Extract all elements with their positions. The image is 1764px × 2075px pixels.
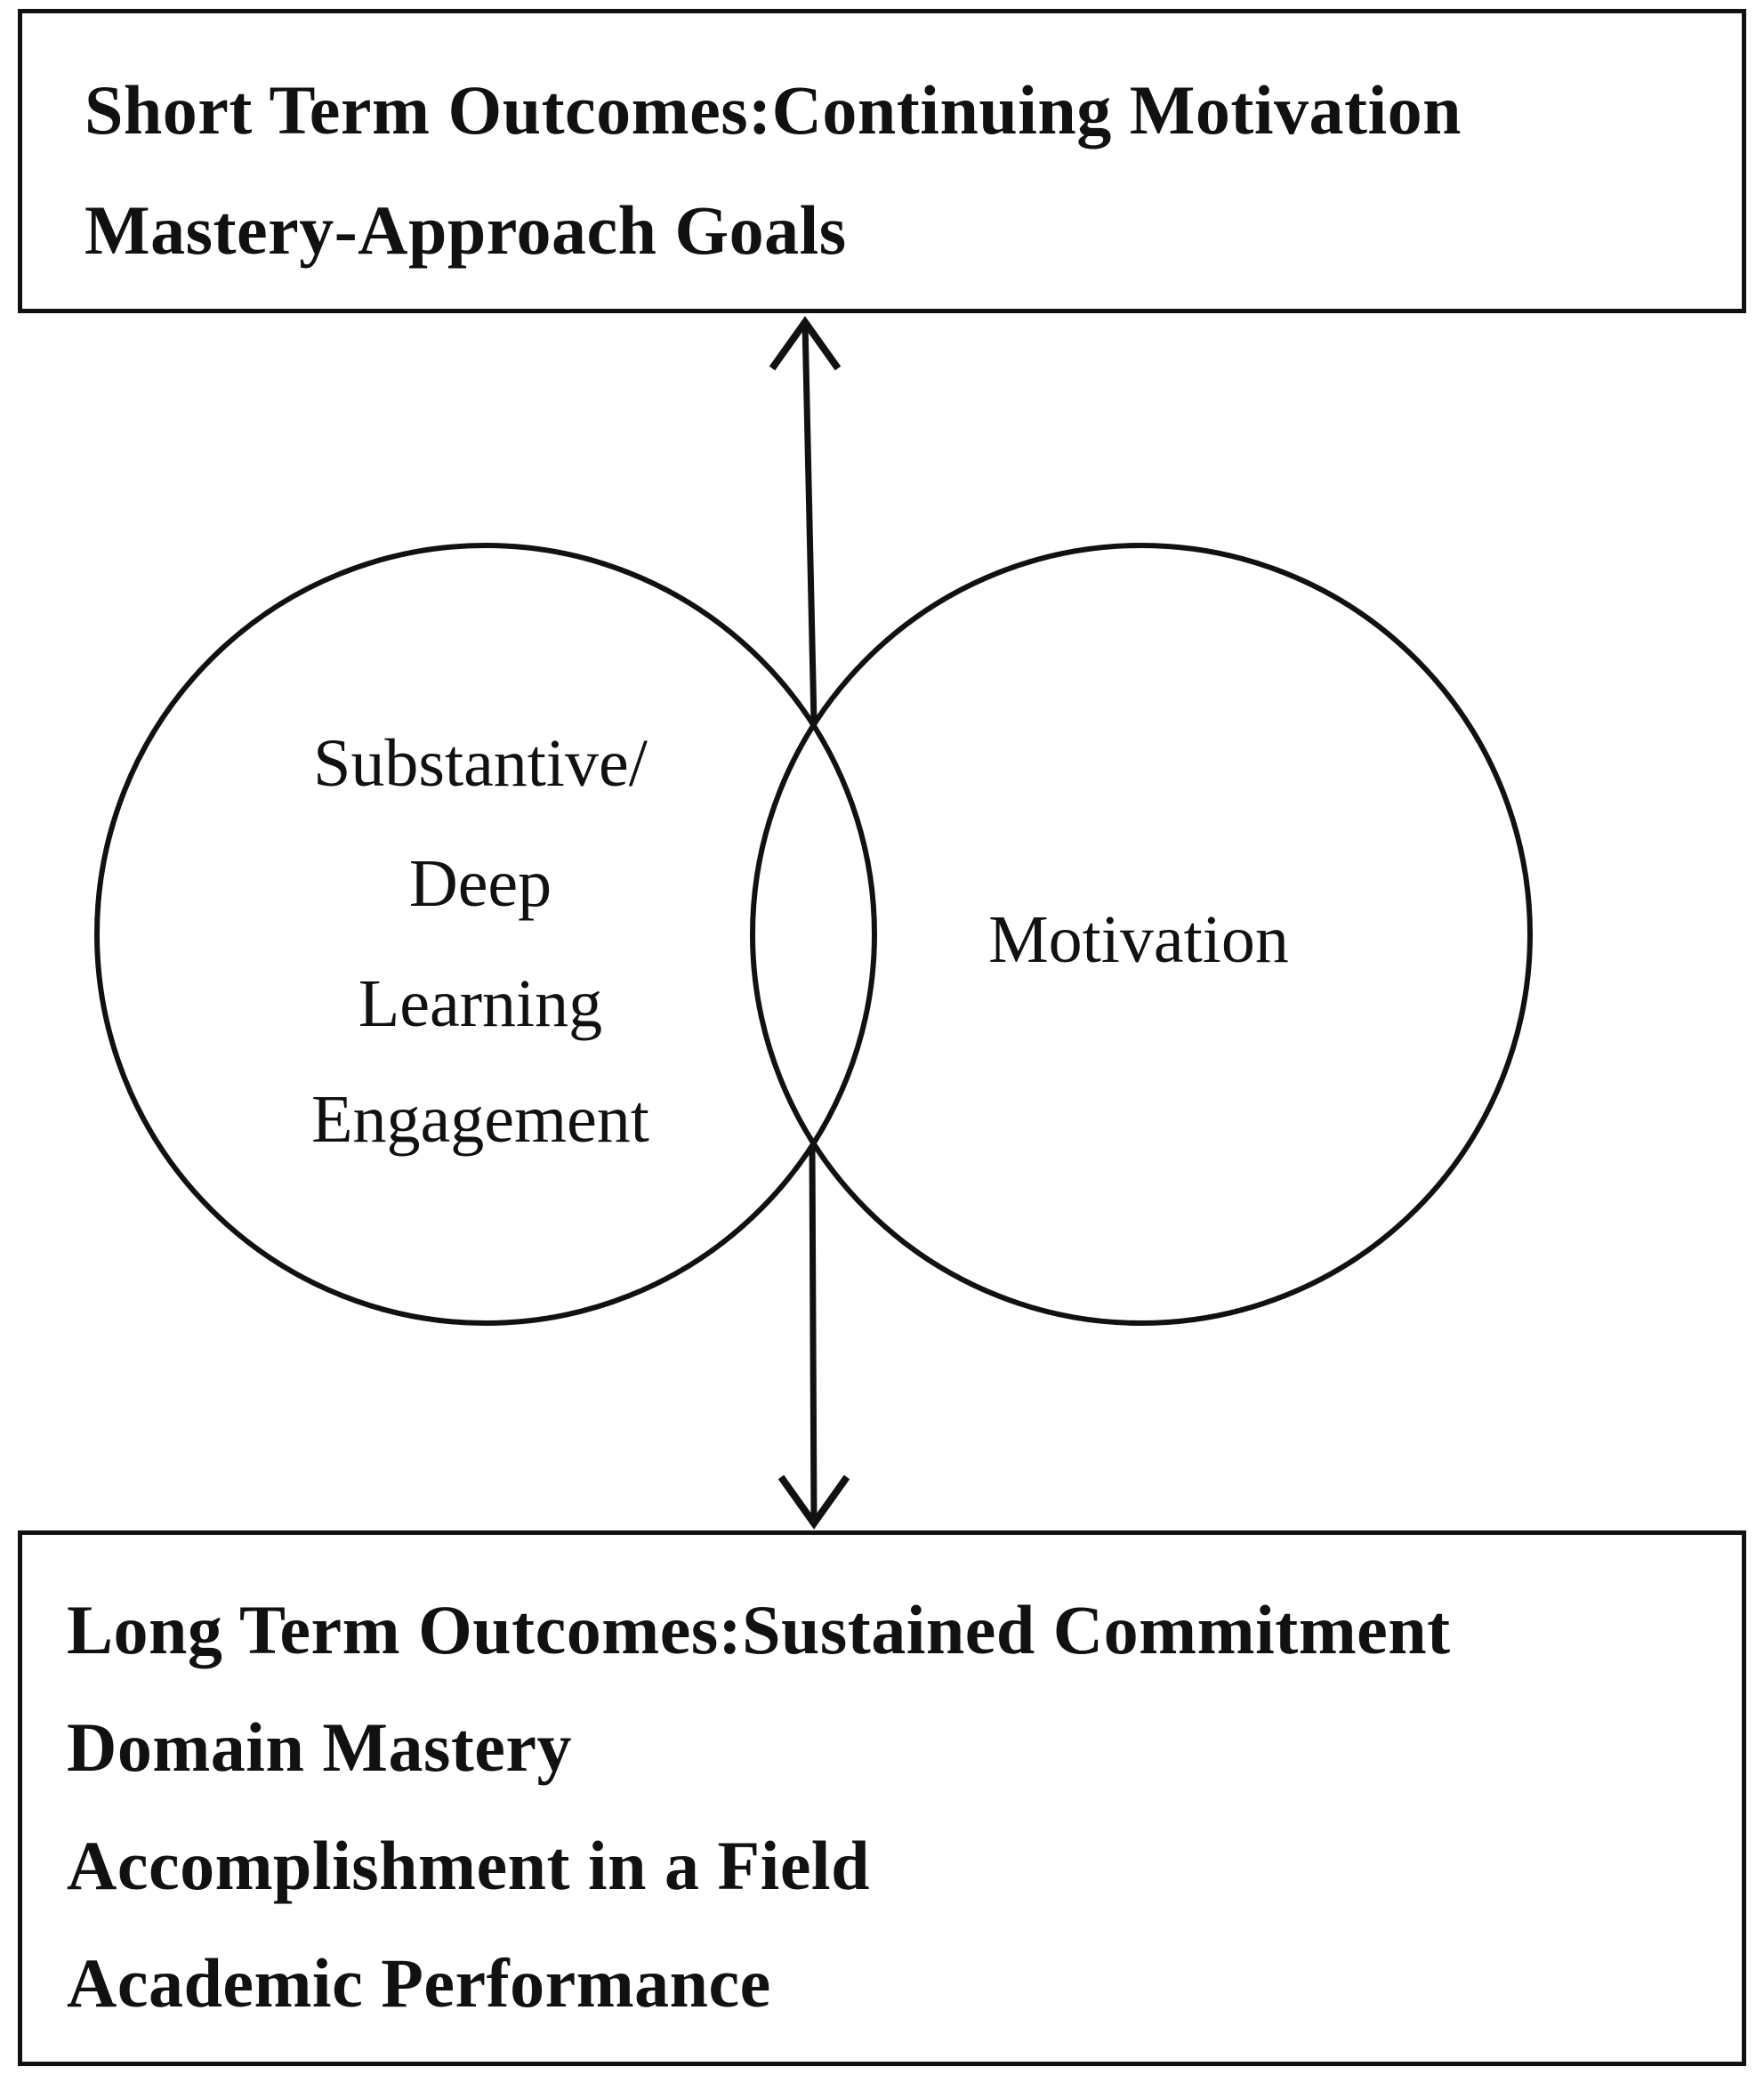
short-term-item: Mastery-Approach Goals — [85, 191, 847, 269]
short-term-heading: Short Term Outcomes:Continuing Motivatio… — [85, 71, 1462, 149]
engagement-label-line: Deep — [408, 846, 552, 921]
long-term-item: Domain Mastery — [67, 1708, 573, 1786]
arrow-up-to-short-term — [769, 316, 842, 723]
arrow-down-to-long-term — [777, 1145, 850, 1530]
engagement-label-line: Engagement — [311, 1082, 649, 1157]
engagement-label-line: Substantive/ — [313, 726, 648, 801]
engagement-circle — [94, 543, 877, 1326]
engagement-label-line: Learning — [358, 966, 603, 1041]
motivation-circle — [750, 543, 1533, 1326]
short-term-outcomes-box: Short Term Outcomes:Continuing Motivatio… — [18, 9, 1746, 313]
long-term-heading: Long Term Outcomes:Sustained Commitment — [67, 1591, 1451, 1668]
long-term-item: Accomplishment in a Field — [67, 1827, 870, 1904]
long-term-outcomes-box: Long Term Outcomes:Sustained Commitment … — [18, 1530, 1746, 2066]
long-term-item: Academic Performance — [67, 1944, 771, 2022]
motivation-label: Motivation — [988, 902, 1289, 977]
